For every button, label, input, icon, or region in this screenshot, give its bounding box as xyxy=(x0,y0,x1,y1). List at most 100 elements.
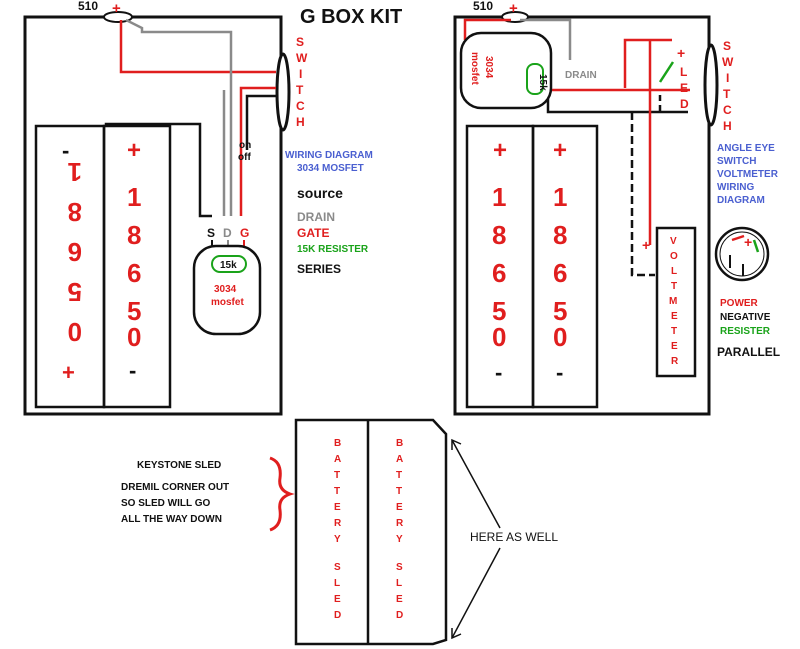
svg-text:A: A xyxy=(396,454,403,465)
angel-eye-connector: + xyxy=(714,226,770,282)
svg-text:T: T xyxy=(671,326,677,337)
here-as-well-label: HERE AS WELL xyxy=(470,530,558,544)
svg-text:5: 5 xyxy=(127,296,141,326)
svg-text:B: B xyxy=(396,438,403,449)
svg-text:L: L xyxy=(396,578,402,589)
right-mosfet-body xyxy=(459,31,553,110)
svg-text:E: E xyxy=(671,311,678,322)
svg-text:0: 0 xyxy=(68,317,82,347)
svg-text:6: 6 xyxy=(127,258,141,288)
svg-text:W: W xyxy=(722,55,734,69)
svg-text:L: L xyxy=(680,65,687,79)
left-caption-line2: 3034 MOSFET xyxy=(297,163,364,174)
note-line-3: ALL THE WAY DOWN xyxy=(121,514,222,525)
left-off-label: off xyxy=(238,152,251,163)
svg-text:E: E xyxy=(396,594,403,605)
svg-text:+: + xyxy=(553,137,567,164)
svg-text:R: R xyxy=(396,518,404,529)
left-resistor xyxy=(211,255,247,273)
legend-resister-right: RESISTER xyxy=(720,326,771,337)
left-mosfet-name: mosfet xyxy=(211,297,244,308)
svg-text:S: S xyxy=(723,39,731,53)
svg-text:T: T xyxy=(334,470,340,481)
left-switch xyxy=(275,52,291,132)
left-caption-line1: WIRING DIAGRAM xyxy=(285,150,373,161)
svg-text:M: M xyxy=(669,296,677,307)
svg-text:0: 0 xyxy=(127,322,141,352)
svg-text:S: S xyxy=(396,562,403,573)
svg-text:0: 0 xyxy=(492,322,506,352)
svg-text:V: V xyxy=(670,236,677,247)
legend-power: POWER xyxy=(720,298,759,309)
svg-text:L: L xyxy=(671,266,677,277)
svg-text:A: A xyxy=(334,454,341,465)
svg-text:D: D xyxy=(334,610,341,621)
left-cell-1-label: - 0 5 6 8 1 + xyxy=(62,138,82,385)
svg-text:R: R xyxy=(671,356,679,367)
legend-negative: NEGATIVE xyxy=(720,312,771,323)
voltmeter-body xyxy=(655,226,697,378)
left-button-label: 510 xyxy=(78,0,98,13)
svg-text:E: E xyxy=(396,502,403,513)
svg-text:T: T xyxy=(671,281,677,292)
left-pin-s: S xyxy=(207,226,215,240)
left-button-plus: + xyxy=(112,0,121,17)
left-mosfet-part: 3034 xyxy=(214,284,237,295)
svg-text:8: 8 xyxy=(68,197,82,227)
svg-text:8: 8 xyxy=(127,220,141,250)
svg-text:C: C xyxy=(723,103,732,117)
note-line-1: DREMIL CORNER OUT xyxy=(121,482,229,493)
svg-text:T: T xyxy=(396,486,402,497)
svg-text:1: 1 xyxy=(68,157,82,187)
legend-series: SERIES xyxy=(297,262,341,276)
left-cell-2 xyxy=(102,124,172,409)
svg-text:+: + xyxy=(127,137,141,164)
legend-gate: GATE xyxy=(297,226,329,240)
svg-text:E: E xyxy=(334,502,341,513)
right-switch xyxy=(703,43,719,127)
right-led-lead xyxy=(658,61,675,83)
left-resistor-label: 15k xyxy=(220,260,237,271)
svg-text:W: W xyxy=(296,51,308,65)
legend-source: source xyxy=(297,185,343,201)
svg-text:C: C xyxy=(296,99,305,113)
svg-text:mosfet: mosfet xyxy=(469,52,480,85)
right-box-enclosure xyxy=(453,15,711,416)
svg-text:1: 1 xyxy=(553,182,567,212)
red-brace xyxy=(269,456,295,532)
battery-sled-outline xyxy=(294,418,448,646)
svg-text:E: E xyxy=(671,341,678,352)
svg-text:-: - xyxy=(129,358,136,383)
keystone-sled-label: KEYSTONE SLED xyxy=(137,460,221,471)
battery-sled-label-2: B A T T E R Y S L E D xyxy=(396,438,404,621)
svg-text:3034: 3034 xyxy=(483,56,494,79)
right-switch-letters: S W I T C H xyxy=(722,39,734,133)
svg-text:B: B xyxy=(334,438,341,449)
svg-text:H: H xyxy=(296,115,305,129)
svg-text:5: 5 xyxy=(492,296,506,326)
left-on-label: on xyxy=(239,140,251,151)
right-drain-label: DRAIN xyxy=(565,70,597,81)
voltmeter-letters: V O L T M E T E R xyxy=(669,236,679,367)
note-line-2: SO SLED WILL GO xyxy=(121,498,210,509)
voltmeter-plus: + xyxy=(642,237,650,253)
svg-text:0: 0 xyxy=(553,322,567,352)
left-switch-letters: S W I T C H xyxy=(296,35,308,129)
right-led-letters: L E D xyxy=(680,65,689,111)
svg-text:SWITCH: SWITCH xyxy=(717,156,756,167)
right-caption: ANGLE EYE SWITCH VOLTMETER WIRING DIAGRA… xyxy=(717,143,779,206)
left-mosfet-body xyxy=(192,244,262,336)
svg-text:T: T xyxy=(396,470,402,481)
right-button-plus: + xyxy=(509,0,518,17)
svg-text:VOLTMETER: VOLTMETER xyxy=(717,169,779,180)
right-resistor-label: 15k xyxy=(537,74,548,91)
svg-text:S: S xyxy=(296,35,304,49)
svg-text:R: R xyxy=(334,518,342,529)
battery-sled-label-1: B A T T E R Y S L E D xyxy=(334,438,342,621)
left-fire-button xyxy=(103,11,133,23)
svg-text:6: 6 xyxy=(492,258,506,288)
svg-text:S: S xyxy=(334,562,341,573)
svg-text:T: T xyxy=(296,83,304,97)
svg-text:E: E xyxy=(680,81,688,95)
